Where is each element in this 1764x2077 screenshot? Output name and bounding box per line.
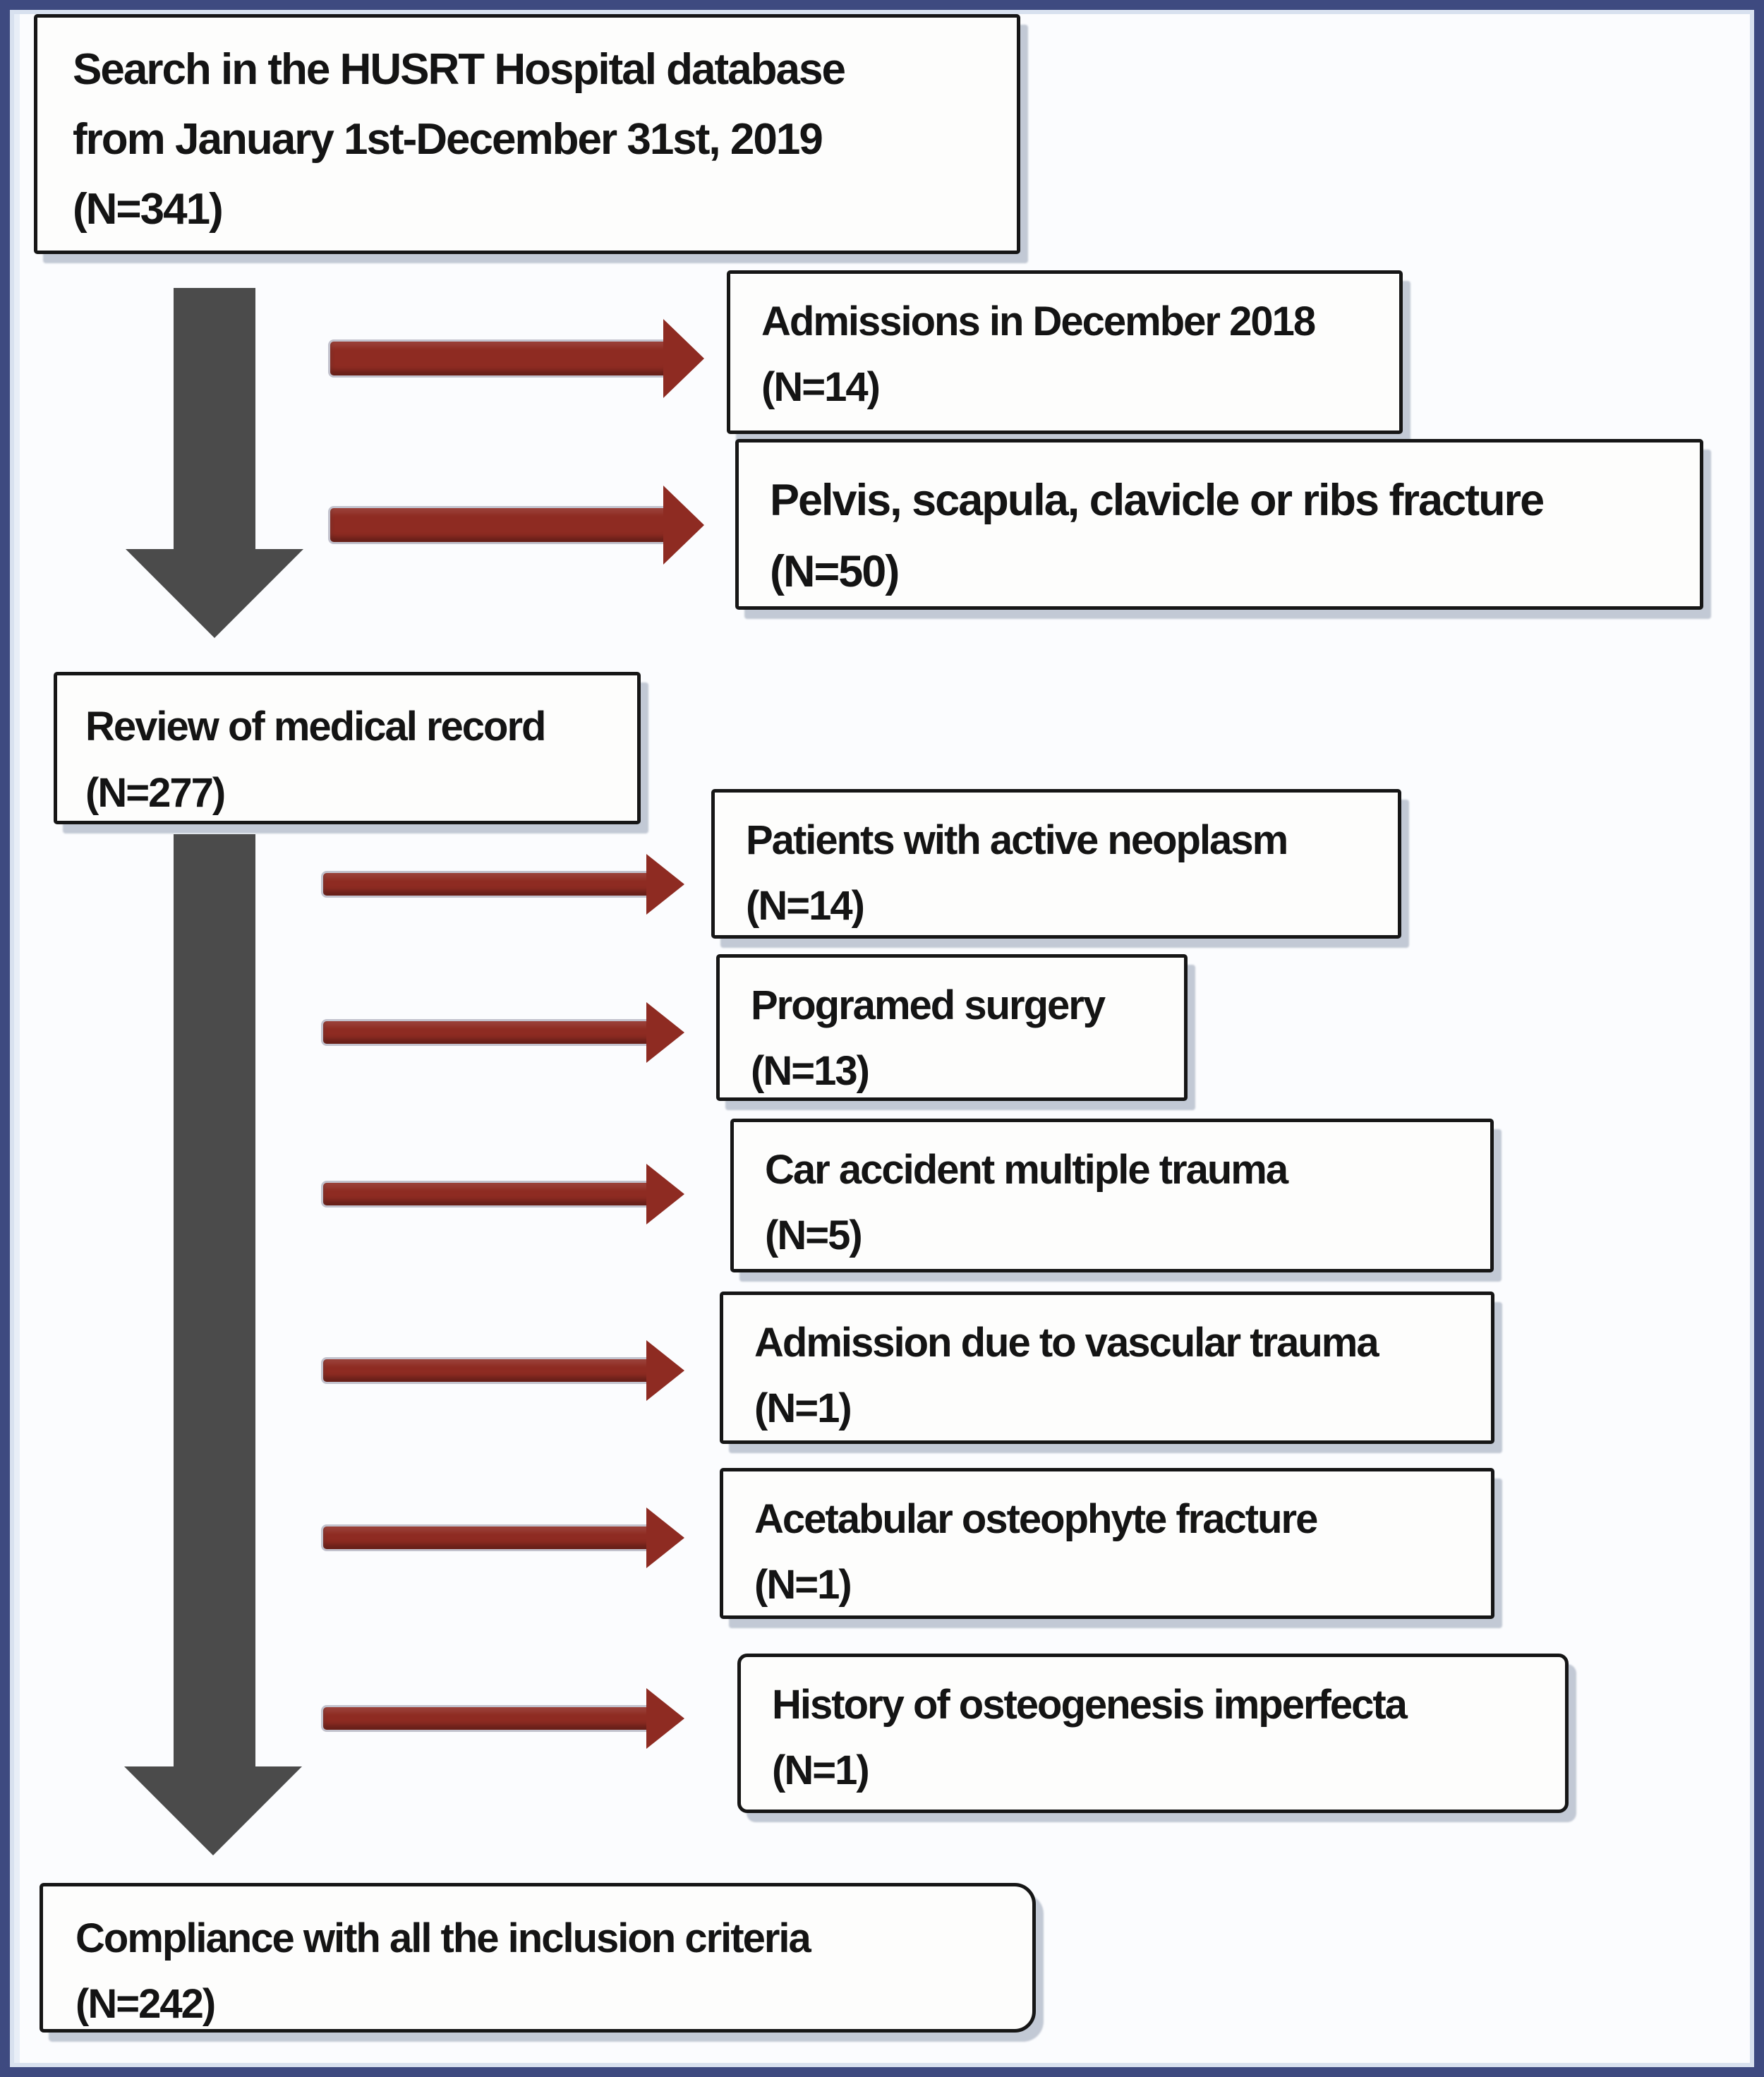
exclusion-count: (N=14) [746,882,865,929]
start-box-line2: from January 1st-December 31st, 2019 [73,115,823,164]
exclusion-box-admissions: Admissions in December 2018 (N=14) [727,270,1403,434]
exclusion-arrow-3 [323,852,684,917]
final-box: Compliance with all the inclusion criter… [40,1883,1036,2033]
exclusion-box-acetabular: Acetabular osteophyte fracture (N=1) [720,1468,1494,1619]
final-box-line1: Compliance with all the inclusion criter… [75,1915,811,1961]
exclusion-arrow-4 [323,1000,684,1065]
exclusion-label: History of osteogenesis imperfecta [772,1682,1408,1728]
start-box-count: (N=341) [73,185,224,234]
arrow-head-icon [646,1507,684,1568]
exclusion-label: Programed surgery [751,982,1106,1028]
final-box-count: (N=242) [75,1980,216,2027]
exclusion-label: Acetabular osteophyte fracture [754,1496,1318,1542]
exclusion-count: (N=13) [751,1047,870,1094]
exclusion-arrow-1 [330,319,704,398]
review-box-line1: Review of medical record [85,704,546,749]
exclusion-box-programed-surgery: Programed surgery (N=13) [716,954,1188,1101]
arrow-shaft [330,508,667,542]
exclusion-arrow-8 [323,1686,684,1751]
arrow-head-icon [646,1340,684,1401]
exclusion-label: Pelvis, scapula, clavicle or ribs fractu… [770,476,1545,525]
arrow-shaft [330,342,667,375]
exclusion-box-neoplasm: Patients with active neoplasm (N=14) [711,789,1401,939]
exclusion-label: Car accident multiple trauma [765,1147,1288,1193]
exclusion-box-osteogenesis: History of osteogenesis imperfecta (N=1) [737,1654,1569,1813]
exclusion-box-car-accident: Car accident multiple trauma (N=5) [730,1119,1494,1272]
arrow-head-icon [646,1164,684,1224]
arrow-head-icon [646,1688,684,1749]
arrow-head-icon [646,854,684,915]
exclusion-count: (N=1) [754,1561,852,1608]
review-box: Review of medical record (N=277) [54,672,641,824]
arrow-shaft [323,1183,652,1205]
exclusion-count: (N=14) [761,363,881,410]
arrow-head-icon [663,486,704,565]
arrow-shaft [323,1707,652,1730]
exclusion-label: Admission due to vascular trauma [754,1320,1379,1366]
exclusion-count: (N=50) [770,546,900,596]
arrow-shaft [323,1021,652,1044]
arrow-shaft [323,873,652,896]
start-box: Search in the HUSRT Hospital database fr… [34,14,1020,254]
exclusion-count: (N=1) [754,1385,852,1431]
down-arrow-2-head [124,1766,302,1855]
exclusion-box-vascular-trauma: Admission due to vascular trauma (N=1) [720,1292,1494,1444]
arrow-head-icon [646,1002,684,1063]
arrow-shaft [323,1527,652,1549]
down-arrow-2-shaft [174,834,255,1768]
start-box-line1: Search in the HUSRT Hospital database [73,45,846,94]
exclusion-arrow-2 [330,486,704,565]
arrow-head-icon [663,319,704,398]
exclusion-box-pelvis: Pelvis, scapula, clavicle or ribs fractu… [735,439,1703,610]
down-arrow-1-head [126,549,303,638]
exclusion-label: Admissions in December 2018 [761,299,1316,344]
exclusion-label: Patients with active neoplasm [746,817,1288,863]
review-box-count: (N=277) [85,769,226,816]
exclusion-arrow-7 [323,1505,684,1570]
arrow-shaft [323,1359,652,1382]
exclusion-count: (N=1) [772,1747,870,1793]
down-arrow-1-shaft [174,288,255,550]
exclusion-arrow-5 [323,1162,684,1227]
exclusion-arrow-6 [323,1338,684,1403]
exclusion-count: (N=5) [765,1212,863,1258]
